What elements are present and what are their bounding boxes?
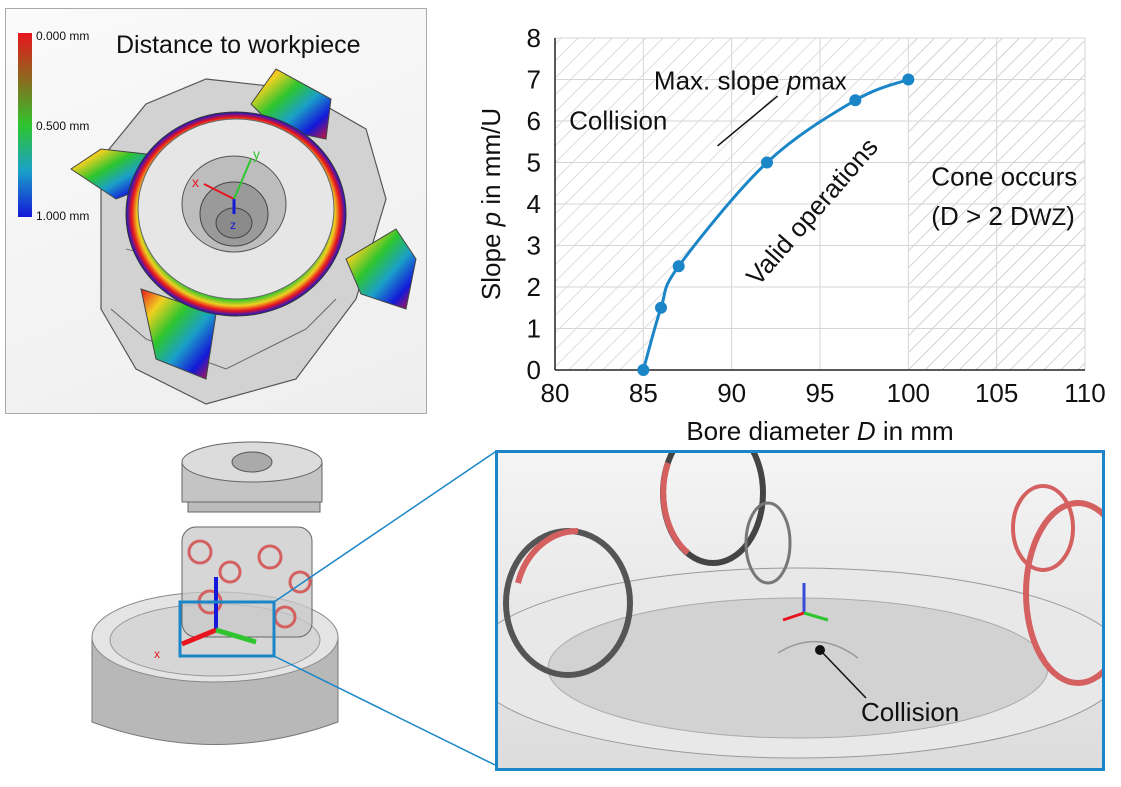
data-point xyxy=(637,364,650,376)
y-tick-label: 0 xyxy=(527,355,541,385)
colorbar-label-max: 1.000 mm xyxy=(36,209,90,223)
colorbar-title: Distance to workpiece xyxy=(116,31,361,59)
tool-cutter xyxy=(181,526,313,638)
y-tick-label: 6 xyxy=(527,106,541,136)
collision-leader xyxy=(819,649,867,699)
colorbar-label-min: 0.000 mm xyxy=(36,29,90,43)
zoom-svg xyxy=(498,453,1102,759)
y-axis-label: Slope p in mm/U xyxy=(476,108,506,300)
x-tick-label: 80 xyxy=(541,378,570,408)
data-point xyxy=(849,94,862,107)
y-tick-label: 5 xyxy=(527,148,541,178)
x-axis-label: x xyxy=(192,174,199,190)
y-tick-label: 3 xyxy=(527,231,541,261)
valid-region xyxy=(643,79,909,370)
x-tick-label: 95 xyxy=(806,378,835,408)
tool-workpiece-render: x xyxy=(70,422,370,782)
x-axis-arrow xyxy=(203,183,235,200)
colorbar xyxy=(18,33,32,217)
x-axis-label-3d: x xyxy=(154,647,160,661)
collision-annotation: Collision xyxy=(569,105,667,135)
zoom-region-box xyxy=(178,600,276,658)
series-label: Max. slope pmax xyxy=(654,66,847,96)
cone-annotation-line1: Cone occurs xyxy=(931,161,1077,191)
collision-label: Collision xyxy=(861,697,960,727)
x-tick-label: 100 xyxy=(887,378,930,408)
insert-ring-3 xyxy=(1011,484,1075,572)
y-tick-label: 1 xyxy=(527,314,541,344)
y-tick-label: 7 xyxy=(527,65,541,95)
series-label-leader xyxy=(717,95,779,147)
collision-zoom-panel: Collision xyxy=(495,450,1105,771)
insert-right xyxy=(345,228,417,310)
y-tick-label: 2 xyxy=(527,272,541,302)
x-axis-label: Bore diameter D in mm xyxy=(686,416,953,440)
colorbar-label-mid: 0.500 mm xyxy=(36,119,90,133)
y-axis-arrow-3d xyxy=(215,627,257,645)
z-axis-label: z xyxy=(230,218,236,232)
data-point xyxy=(655,301,667,314)
cone-annotation-line2: (D > 2 DWZ) xyxy=(931,201,1075,231)
y-tick-label: 8 xyxy=(527,23,541,53)
insert-ring-4 xyxy=(1023,500,1102,686)
y-axis-label: y xyxy=(253,146,260,162)
tool-render: x y z xyxy=(18,33,417,405)
x-tick-label: 90 xyxy=(717,378,746,408)
data-point xyxy=(672,260,685,273)
y-tick-label: 4 xyxy=(527,189,541,219)
data-point xyxy=(761,156,773,169)
x-tick-label: 85 xyxy=(629,378,658,408)
data-point xyxy=(902,73,915,86)
workpiece-svg: x xyxy=(91,441,339,745)
x-axis-arrow-3d xyxy=(181,627,217,647)
x-tick-label: 105 xyxy=(975,378,1018,408)
x-tick-label: 110 xyxy=(1064,378,1105,408)
distance-colormap-panel: x y z Distance to workpiece 0.000 mm 0.5… xyxy=(5,8,427,414)
y-axis-arrow xyxy=(233,158,252,200)
